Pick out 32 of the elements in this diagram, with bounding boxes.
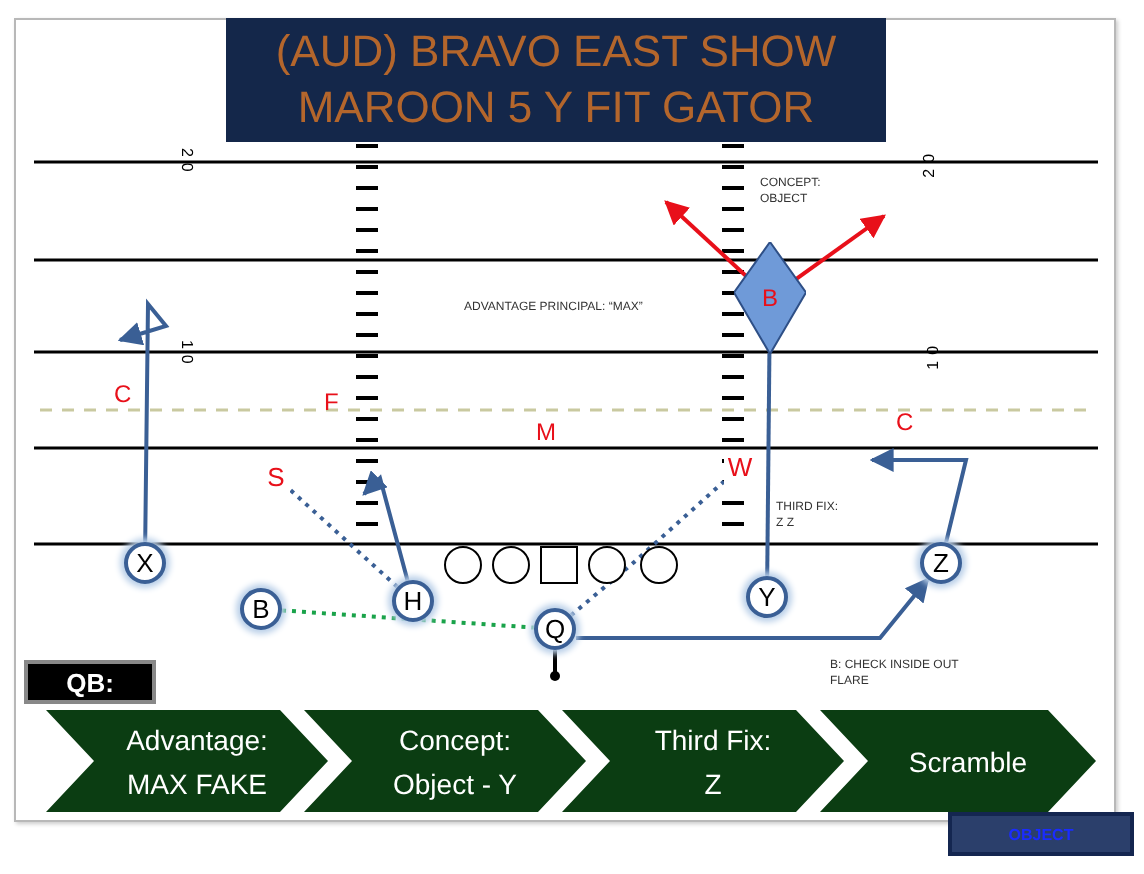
- defender-letter: C: [114, 378, 132, 411]
- dotted-route-line: [281, 608, 535, 630]
- defender-letter: M: [536, 416, 556, 449]
- banner-text: Scramble: [906, 743, 1028, 781]
- banner-text: MAX FAKE: [124, 765, 268, 803]
- banner-text: Z: [702, 765, 722, 803]
- banner-text: Object - Y: [391, 765, 517, 804]
- route-arrow: [117, 298, 170, 543]
- defender-diamond: [734, 242, 806, 354]
- defender-letter: F: [324, 386, 339, 419]
- dotted-route-line: [569, 479, 726, 617]
- defender-letter: B: [761, 284, 778, 312]
- center-square: [540, 546, 578, 584]
- route-arrow: [869, 448, 969, 544]
- banner-text: Third Fix:: [652, 721, 772, 759]
- route-arrow: [576, 577, 930, 640]
- play-title: (AUD) BRAVO EAST SHOW MAROON 5 Y FIT GATOR: [226, 18, 886, 142]
- banner-text: Concept:: [396, 721, 512, 760]
- route-arrow: [793, 214, 886, 282]
- route-arrow: [362, 470, 410, 582]
- dotted-route-line: [288, 488, 399, 589]
- chevron-banner: [304, 710, 586, 812]
- banner-text: Advantage:: [124, 721, 268, 760]
- defender-letter: C: [896, 406, 914, 439]
- object-button: OBJECT: [948, 812, 1134, 856]
- chevron-banner: [820, 710, 1096, 812]
- chevron-banner: [562, 710, 844, 812]
- qb-tag: QB:: [24, 660, 156, 704]
- chevron-banner: [46, 710, 328, 812]
- yard-number: 20: [175, 147, 196, 178]
- route-arrow: [664, 200, 749, 279]
- yard-number: 10: [175, 339, 196, 370]
